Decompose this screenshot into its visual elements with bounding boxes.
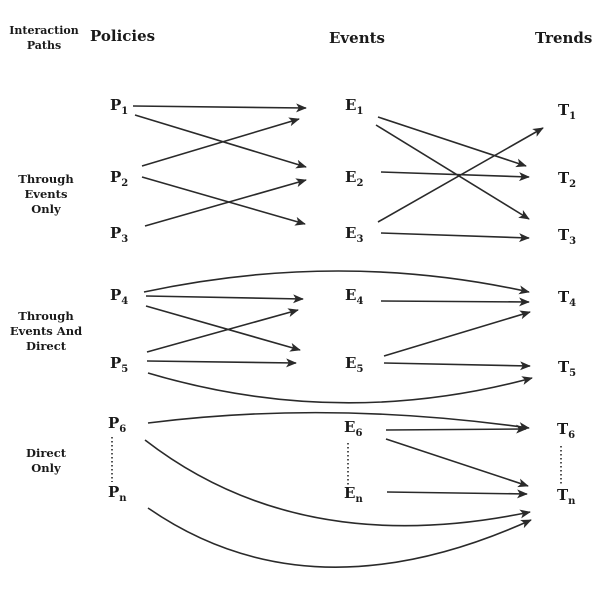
header-trends: Trends xyxy=(535,29,592,47)
header-policies: Policies xyxy=(90,27,155,45)
node-e3: E3 xyxy=(345,224,363,245)
section-through-events-only-line-3: Only xyxy=(31,202,61,216)
edge-p3-e2 xyxy=(144,178,307,227)
edge-e2-t2 xyxy=(380,171,530,182)
section-through-events-only-line-2: Events xyxy=(25,187,68,201)
section-through-events-and-direct-line-3: Direct xyxy=(26,339,67,353)
edge-e5-t4 xyxy=(383,310,531,357)
edge-en-tn xyxy=(386,489,528,499)
edge-p1-e1 xyxy=(132,103,307,113)
header-interaction-line-1: Interaction xyxy=(9,24,78,37)
node-t1: T1 xyxy=(558,101,576,122)
node-e2: E2 xyxy=(345,168,363,189)
node-p6: P6 xyxy=(108,414,126,435)
node-t6: T6 xyxy=(557,420,575,441)
section-direct-only-line-2: Only xyxy=(31,461,61,475)
node-e5: E5 xyxy=(345,354,363,375)
node-t4: T4 xyxy=(558,288,576,309)
node-p3: P3 xyxy=(110,224,128,245)
node-e6: E6 xyxy=(344,418,362,439)
section-through-events-only-line-1: Through xyxy=(18,172,74,186)
section-through-events-and-direct-line-2: Events And xyxy=(10,324,82,338)
edge-pn-tn xyxy=(147,507,532,568)
node-e1: E1 xyxy=(345,96,363,117)
edge-p5-t5 xyxy=(147,372,533,404)
edge-e1-t3 xyxy=(375,124,530,220)
edge-e5-t5 xyxy=(383,361,531,371)
node-en: En xyxy=(344,484,363,505)
edge-p2-e1 xyxy=(141,117,300,167)
edge-e3-t3 xyxy=(380,232,530,243)
edge-e4-t4 xyxy=(380,297,530,307)
edge-p5-e4 xyxy=(146,308,299,353)
edge-p4-e4 xyxy=(145,294,304,304)
node-pn: Pn xyxy=(108,483,127,504)
node-e4: E4 xyxy=(345,286,363,307)
node-p2: P2 xyxy=(110,168,128,189)
edge-e6-tn xyxy=(385,438,529,488)
edge-p6-tn xyxy=(144,439,531,527)
section-through-events-and-direct-line-1: Through xyxy=(18,309,74,323)
node-p5: P5 xyxy=(110,354,128,375)
edge-e1-t2 xyxy=(377,116,527,168)
node-t3: T3 xyxy=(558,226,576,247)
edge-p6-t6 xyxy=(147,411,530,432)
section-direct-only-line-1: Direct xyxy=(26,446,67,460)
node-tn: Tn xyxy=(557,486,576,507)
node-t5: T5 xyxy=(558,358,576,379)
edge-p1-e2 xyxy=(134,114,307,169)
node-p4: P4 xyxy=(110,286,128,307)
edge-p5-e5 xyxy=(146,358,297,368)
edge-p4-e5 xyxy=(145,305,301,352)
node-p1: P1 xyxy=(110,96,128,117)
edge-e6-t6 xyxy=(385,424,527,434)
header-events: Events xyxy=(329,29,385,47)
header-interaction-line-2: Paths xyxy=(27,39,61,52)
edge-e3-t1 xyxy=(377,127,544,223)
node-t2: T2 xyxy=(558,169,576,190)
edge-p4-t4 xyxy=(143,270,530,295)
edge-p2-e3 xyxy=(141,176,306,226)
